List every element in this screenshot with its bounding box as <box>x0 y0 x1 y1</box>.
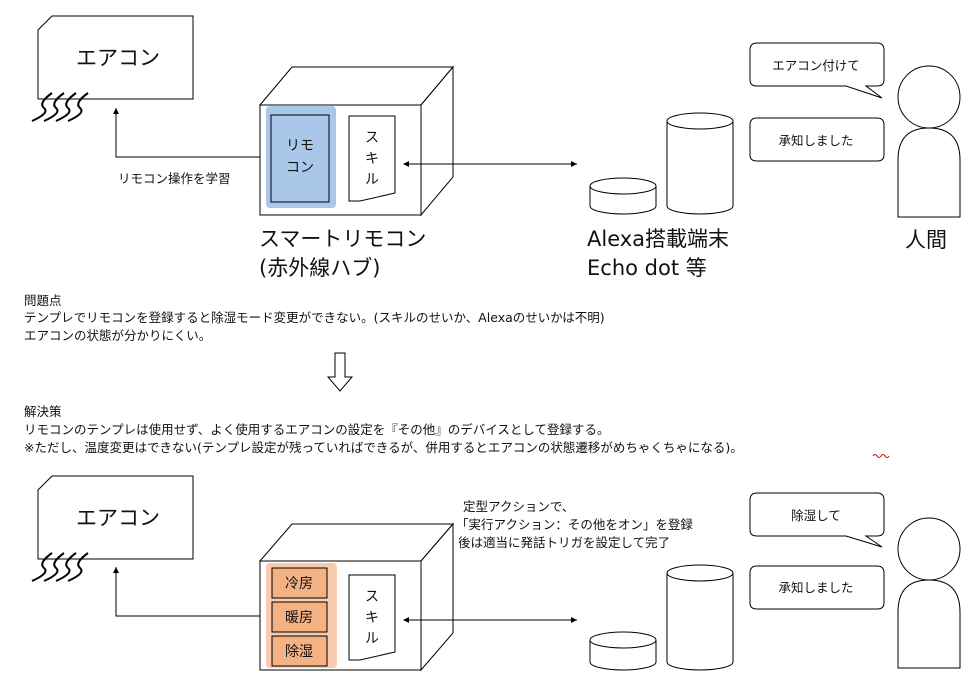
air-conditioner-bottom: エアコン <box>37 475 194 560</box>
control-arrow-bottom <box>113 567 270 617</box>
skill-label-2: キ <box>365 151 379 167</box>
echo-dot-device-bottom <box>589 631 657 671</box>
bubble-reply-text: 承知しました <box>778 133 853 148</box>
speech-bubble-request-bottom: 除湿して <box>749 492 885 548</box>
bubble-reply-text-bottom: 承知しました <box>778 580 853 595</box>
bubble-request-text: エアコン付けて <box>772 58 860 73</box>
learn-arrow <box>113 108 270 158</box>
skill-label-1: ス <box>365 130 379 146</box>
remote-label-1: リモ <box>286 138 314 154</box>
air-conditioner-label: エアコン <box>76 46 160 70</box>
routine-line-3: 後は適当に発話トリガを設定して完了 <box>458 535 670 550</box>
remote-label-2: コン <box>286 160 314 176</box>
solution-line-2: ※ただし、温度変更はできない(テンプレ設定が残っていればできるが、併用するとエア… <box>24 440 743 455</box>
mode-cool-button <box>271 567 328 599</box>
mode-heat-label: 暖房 <box>285 610 313 626</box>
person-label: 人間 <box>905 228 947 252</box>
echo-dot-device-top <box>589 177 657 215</box>
skill-label-bottom-2: キ <box>365 610 379 626</box>
alexa-label-2: Echo dot 等 <box>587 256 707 280</box>
down-arrow-icon <box>326 352 354 392</box>
learn-label: リモコン操作を学習 <box>118 171 231 186</box>
speech-bubble-reply-bottom: 承知しました <box>749 565 885 610</box>
airflow-icon <box>31 92 89 122</box>
person-icon-bottom <box>897 517 961 669</box>
echo-device-bottom <box>666 564 734 671</box>
speech-bubble-reply-top: 承知しました <box>749 117 885 162</box>
skill-module <box>348 115 396 202</box>
hub-label-1: スマートリモコン <box>259 227 426 251</box>
skill-label-3: ル <box>365 172 379 188</box>
solution-title: 解決策 <box>24 404 62 419</box>
problem-line-1: テンプレでリモコンを登録すると除湿モード変更ができない。(スキルのせいか、Ale… <box>24 310 605 325</box>
skill-label-bottom-3: ル <box>365 631 379 647</box>
alexa-label-1: Alexa搭載端末 <box>587 227 729 251</box>
problem-line-2: エアコンの状態が分かりにくい。 <box>24 328 211 343</box>
remote-module <box>270 114 330 203</box>
mode-dry-button <box>271 635 328 667</box>
routine-line-1: 定型アクションで、 <box>463 499 574 514</box>
hub-label-2: (赤外線ハブ) <box>259 256 380 280</box>
routine-line-2: 「実行アクション：その他をオン」を登録 <box>456 517 693 532</box>
air-conditioner-top: エアコン <box>37 15 194 100</box>
mode-heat-button <box>271 601 328 633</box>
bubble-request-text-bottom: 除湿して <box>791 508 841 523</box>
person-icon-top <box>897 65 961 218</box>
air-conditioner-label-bottom: エアコン <box>76 506 160 530</box>
mode-dry-label: 除湿 <box>285 644 313 660</box>
mode-cool-label: 冷房 <box>285 576 313 592</box>
echo-device-top <box>666 112 734 215</box>
speech-bubble-request-top: エアコン付けて <box>749 42 885 99</box>
spellcheck-squiggle <box>872 454 890 458</box>
skill-module-bottom <box>348 574 396 661</box>
solution-line-1: リモコンのテンプレは使用せず、よく使用するエアコンの設定を『その他』のデバイスと… <box>24 422 610 437</box>
airflow-icon-bottom <box>31 552 89 582</box>
problem-title: 問題点 <box>24 293 62 308</box>
skill-label-bottom-1: ス <box>365 589 379 605</box>
